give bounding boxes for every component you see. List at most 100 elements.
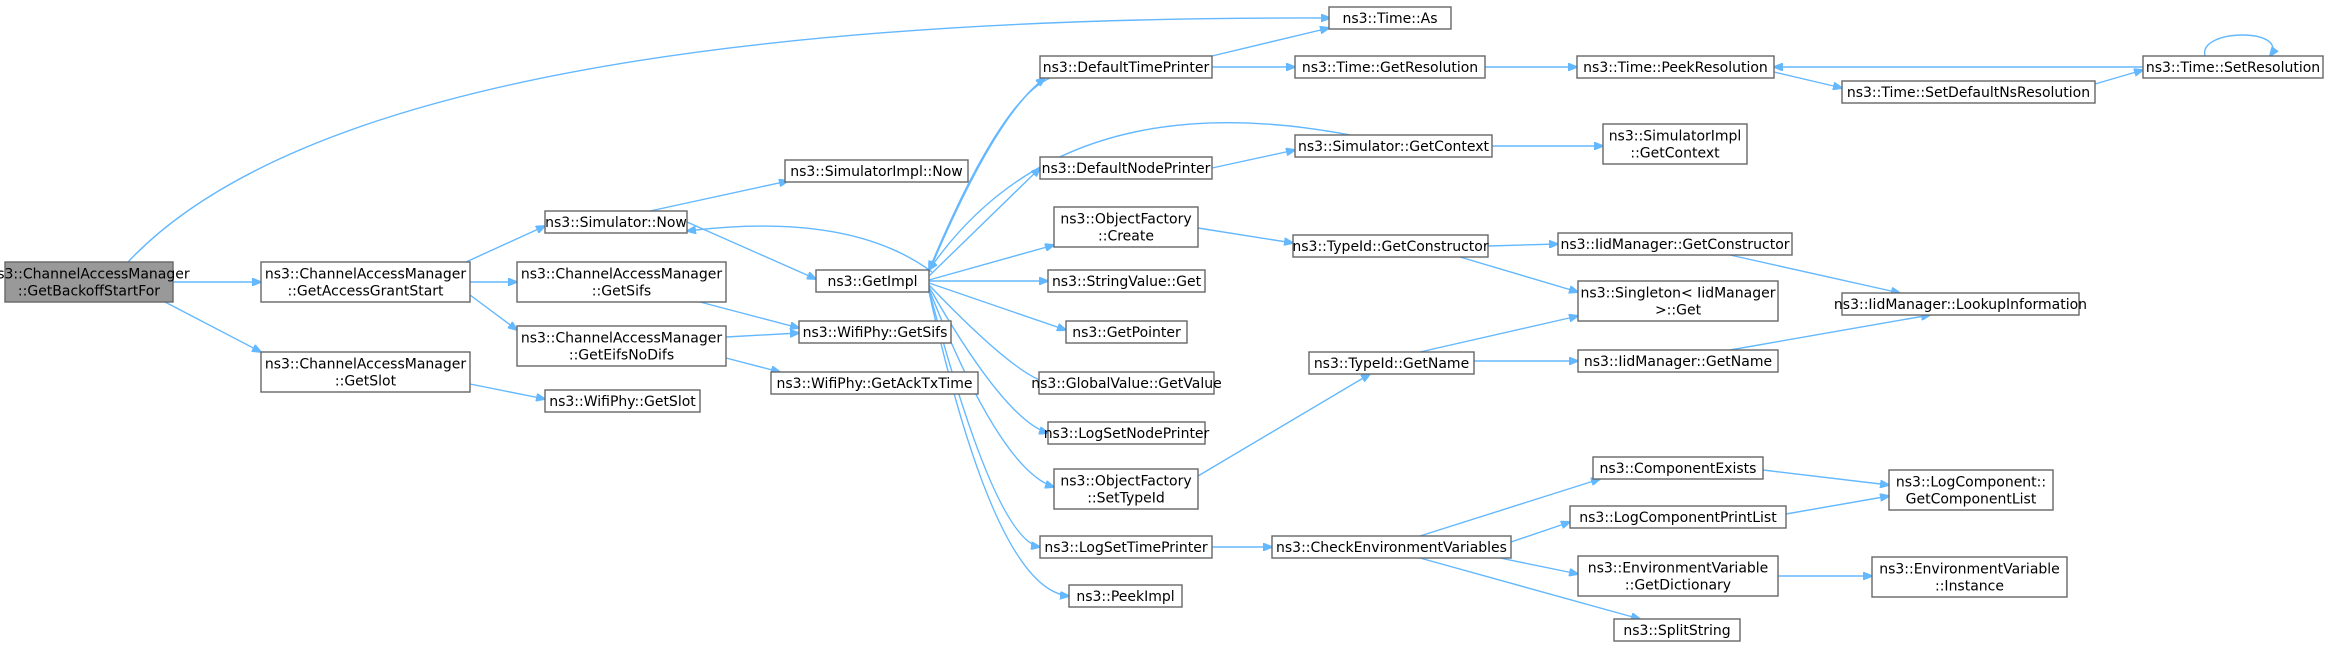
node-single[interactable]: ns3::Singleton< IidManager >::Get <box>1577 280 1779 322</box>
node-label: ns3::LogSetTimePrinter <box>1044 540 1208 556</box>
edge-getimpl-ofc <box>928 245 1054 281</box>
node-slot[interactable]: ns3::ChannelAccessManager::GetSlot <box>260 351 471 393</box>
node-layer: ns3::ChannelAccessManager::GetBackoffSta… <box>0 6 2324 642</box>
node-label: ns3::ChannelAccessManager <box>521 331 723 347</box>
node-label: ns3::ObjectFactory <box>1060 212 1191 228</box>
node-ofs[interactable]: ns3::ObjectFactory::SetTypeId <box>1053 468 1199 510</box>
node-label: ns3::GlobalValue::GetValue <box>1031 376 1221 392</box>
node-box <box>1592 456 1764 480</box>
node-box <box>784 159 969 183</box>
node-box <box>1292 234 1489 258</box>
node-box <box>1065 320 1188 344</box>
node-root[interactable]: ns3::ChannelAccessManager::GetBackoffSta… <box>0 261 190 303</box>
node-gv[interactable]: ns3::GlobalValue::GetValue <box>1031 371 1222 395</box>
node-box <box>1068 584 1183 608</box>
node-label: ::GetAccessGrantStart <box>287 284 444 300</box>
node-label: ns3::SimulatorImpl::Now <box>790 164 963 180</box>
node-getimpl[interactable]: ns3::GetImpl <box>815 269 930 293</box>
node-ce[interactable]: ns3::ComponentExists <box>1592 456 1764 480</box>
edge-dnp-ctx <box>1211 150 1295 169</box>
node-label: ns3::TypeId::GetName <box>1314 356 1469 372</box>
edge-grant-now <box>465 226 545 263</box>
edge-getimpl-dnp <box>928 168 1040 277</box>
node-ofc[interactable]: ns3::ObjectFactory::Create <box>1053 206 1199 248</box>
edge-slot-wslot <box>469 383 545 399</box>
node-sifs[interactable]: ns3::ChannelAccessManager::GetSifs <box>516 261 727 303</box>
node-label: ns3::Time::PeekResolution <box>1583 60 1768 76</box>
node-eifs[interactable]: ns3::ChannelAccessManager::GetEifsNoDifs <box>516 325 727 367</box>
node-ign[interactable]: ns3::IidManager::GetName <box>1577 349 1779 373</box>
node-box <box>1569 505 1787 529</box>
edge-cev-lcpl <box>1510 522 1570 543</box>
edge-cev-ce <box>1419 479 1600 537</box>
node-setdef[interactable]: ns3::Time::SetDefaultNsResolution <box>1841 80 2096 104</box>
node-dnp[interactable]: ns3::DefaultNodePrinter <box>1039 156 1213 180</box>
node-getres[interactable]: ns3::Time::GetResolution <box>1294 55 1486 79</box>
node-label: ns3::Time::As <box>1342 11 1437 27</box>
edge-ofs-tgn <box>1197 374 1370 477</box>
node-box <box>544 210 688 234</box>
edge-eifs-ack <box>725 357 780 372</box>
node-label: GetComponentList <box>1906 492 2037 508</box>
edge-ctx-getimpl <box>929 121 1351 270</box>
edge-igc-lookup <box>1729 254 1900 293</box>
node-label: ns3::Simulator::GetContext <box>1298 139 1490 155</box>
edge-sifs-wsifs <box>699 301 799 328</box>
node-igc[interactable]: ns3::IidManager::GetConstructor <box>1557 232 1793 256</box>
node-as[interactable]: ns3::Time::As <box>1328 6 1452 30</box>
node-now[interactable]: ns3::Simulator::Now <box>544 210 688 234</box>
node-lsnp[interactable]: ns3::LogSetNodePrinter <box>1044 421 1210 445</box>
node-label: ns3::PeekImpl <box>1076 589 1174 605</box>
node-label: ns3::WifiPhy::GetSlot <box>549 394 696 410</box>
node-label: ns3::WifiPhy::GetAckTxTime <box>777 376 973 392</box>
node-box <box>1039 535 1213 559</box>
node-dtp[interactable]: ns3::DefaultTimePrinter <box>1039 55 1213 79</box>
node-wslot[interactable]: ns3::WifiPhy::GetSlot <box>544 389 701 413</box>
node-label: ::SetTypeId <box>1087 491 1165 507</box>
edge-ofc-tgc <box>1197 227 1293 243</box>
node-label: ns3::ChannelAccessManager <box>265 357 467 373</box>
node-box <box>1577 349 1779 373</box>
edge-ce-lcgl <box>1762 469 1889 485</box>
edge-tgn-single <box>1419 316 1578 353</box>
node-sv[interactable]: ns3::StringValue::Get <box>1047 269 1206 293</box>
node-lookup[interactable]: ns3::IidManager::LookupInformation <box>1834 292 2087 316</box>
node-box <box>1271 535 1512 559</box>
node-implctx[interactable]: ns3::SimulatorImpl::GetContext <box>1602 123 1748 165</box>
node-evgd[interactable]: ns3::EnvironmentVariable::GetDictionary <box>1577 555 1779 597</box>
node-label: ns3::DefaultTimePrinter <box>1043 60 1210 76</box>
node-box <box>1841 80 2096 104</box>
node-implnow[interactable]: ns3::SimulatorImpl::Now <box>784 159 969 183</box>
node-box <box>1038 371 1215 395</box>
edge-now-implnow <box>649 181 788 212</box>
node-label: ns3::CheckEnvironmentVariables <box>1276 540 1507 556</box>
node-tgn[interactable]: ns3::TypeId::GetName <box>1308 351 1475 375</box>
node-box <box>1613 618 1741 642</box>
node-wsifs[interactable]: ns3::WifiPhy::GetSifs <box>798 320 952 344</box>
node-grant[interactable]: ns3::ChannelAccessManager::GetAccessGran… <box>260 261 471 303</box>
node-lstp[interactable]: ns3::LogSetTimePrinter <box>1039 535 1213 559</box>
node-setres[interactable]: ns3::Time::SetResolution <box>2142 55 2324 79</box>
node-lcgl[interactable]: ns3::LogComponent::GetComponentList <box>1888 469 2054 511</box>
node-ack[interactable]: ns3::WifiPhy::GetAckTxTime <box>770 371 979 395</box>
node-evi[interactable]: ns3::EnvironmentVariable::Instance <box>1871 556 2068 598</box>
node-gp[interactable]: ns3::GetPointer <box>1065 320 1188 344</box>
node-ss[interactable]: ns3::SplitString <box>1613 618 1741 642</box>
node-box <box>1841 292 2080 316</box>
node-box <box>544 389 701 413</box>
node-box <box>1039 55 1213 79</box>
node-box <box>1039 156 1213 180</box>
node-label: ::GetDictionary <box>1625 578 1731 594</box>
node-label: ns3::StringValue::Get <box>1052 274 1202 290</box>
edge-dtp-as <box>1211 28 1329 57</box>
node-box <box>1308 351 1475 375</box>
node-peek[interactable]: ns3::PeekImpl <box>1068 584 1183 608</box>
node-label: ns3::EnvironmentVariable <box>1588 561 1769 577</box>
edge-now-getimpl <box>686 221 816 279</box>
node-lcpl[interactable]: ns3::LogComponentPrintList <box>1569 505 1787 529</box>
node-tgc[interactable]: ns3::TypeId::GetConstructor <box>1292 234 1489 258</box>
node-ctx[interactable]: ns3::Simulator::GetContext <box>1294 134 1493 158</box>
node-box <box>798 320 952 344</box>
node-peekres[interactable]: ns3::Time::PeekResolution <box>1576 55 1775 79</box>
node-cev[interactable]: ns3::CheckEnvironmentVariables <box>1271 535 1512 559</box>
